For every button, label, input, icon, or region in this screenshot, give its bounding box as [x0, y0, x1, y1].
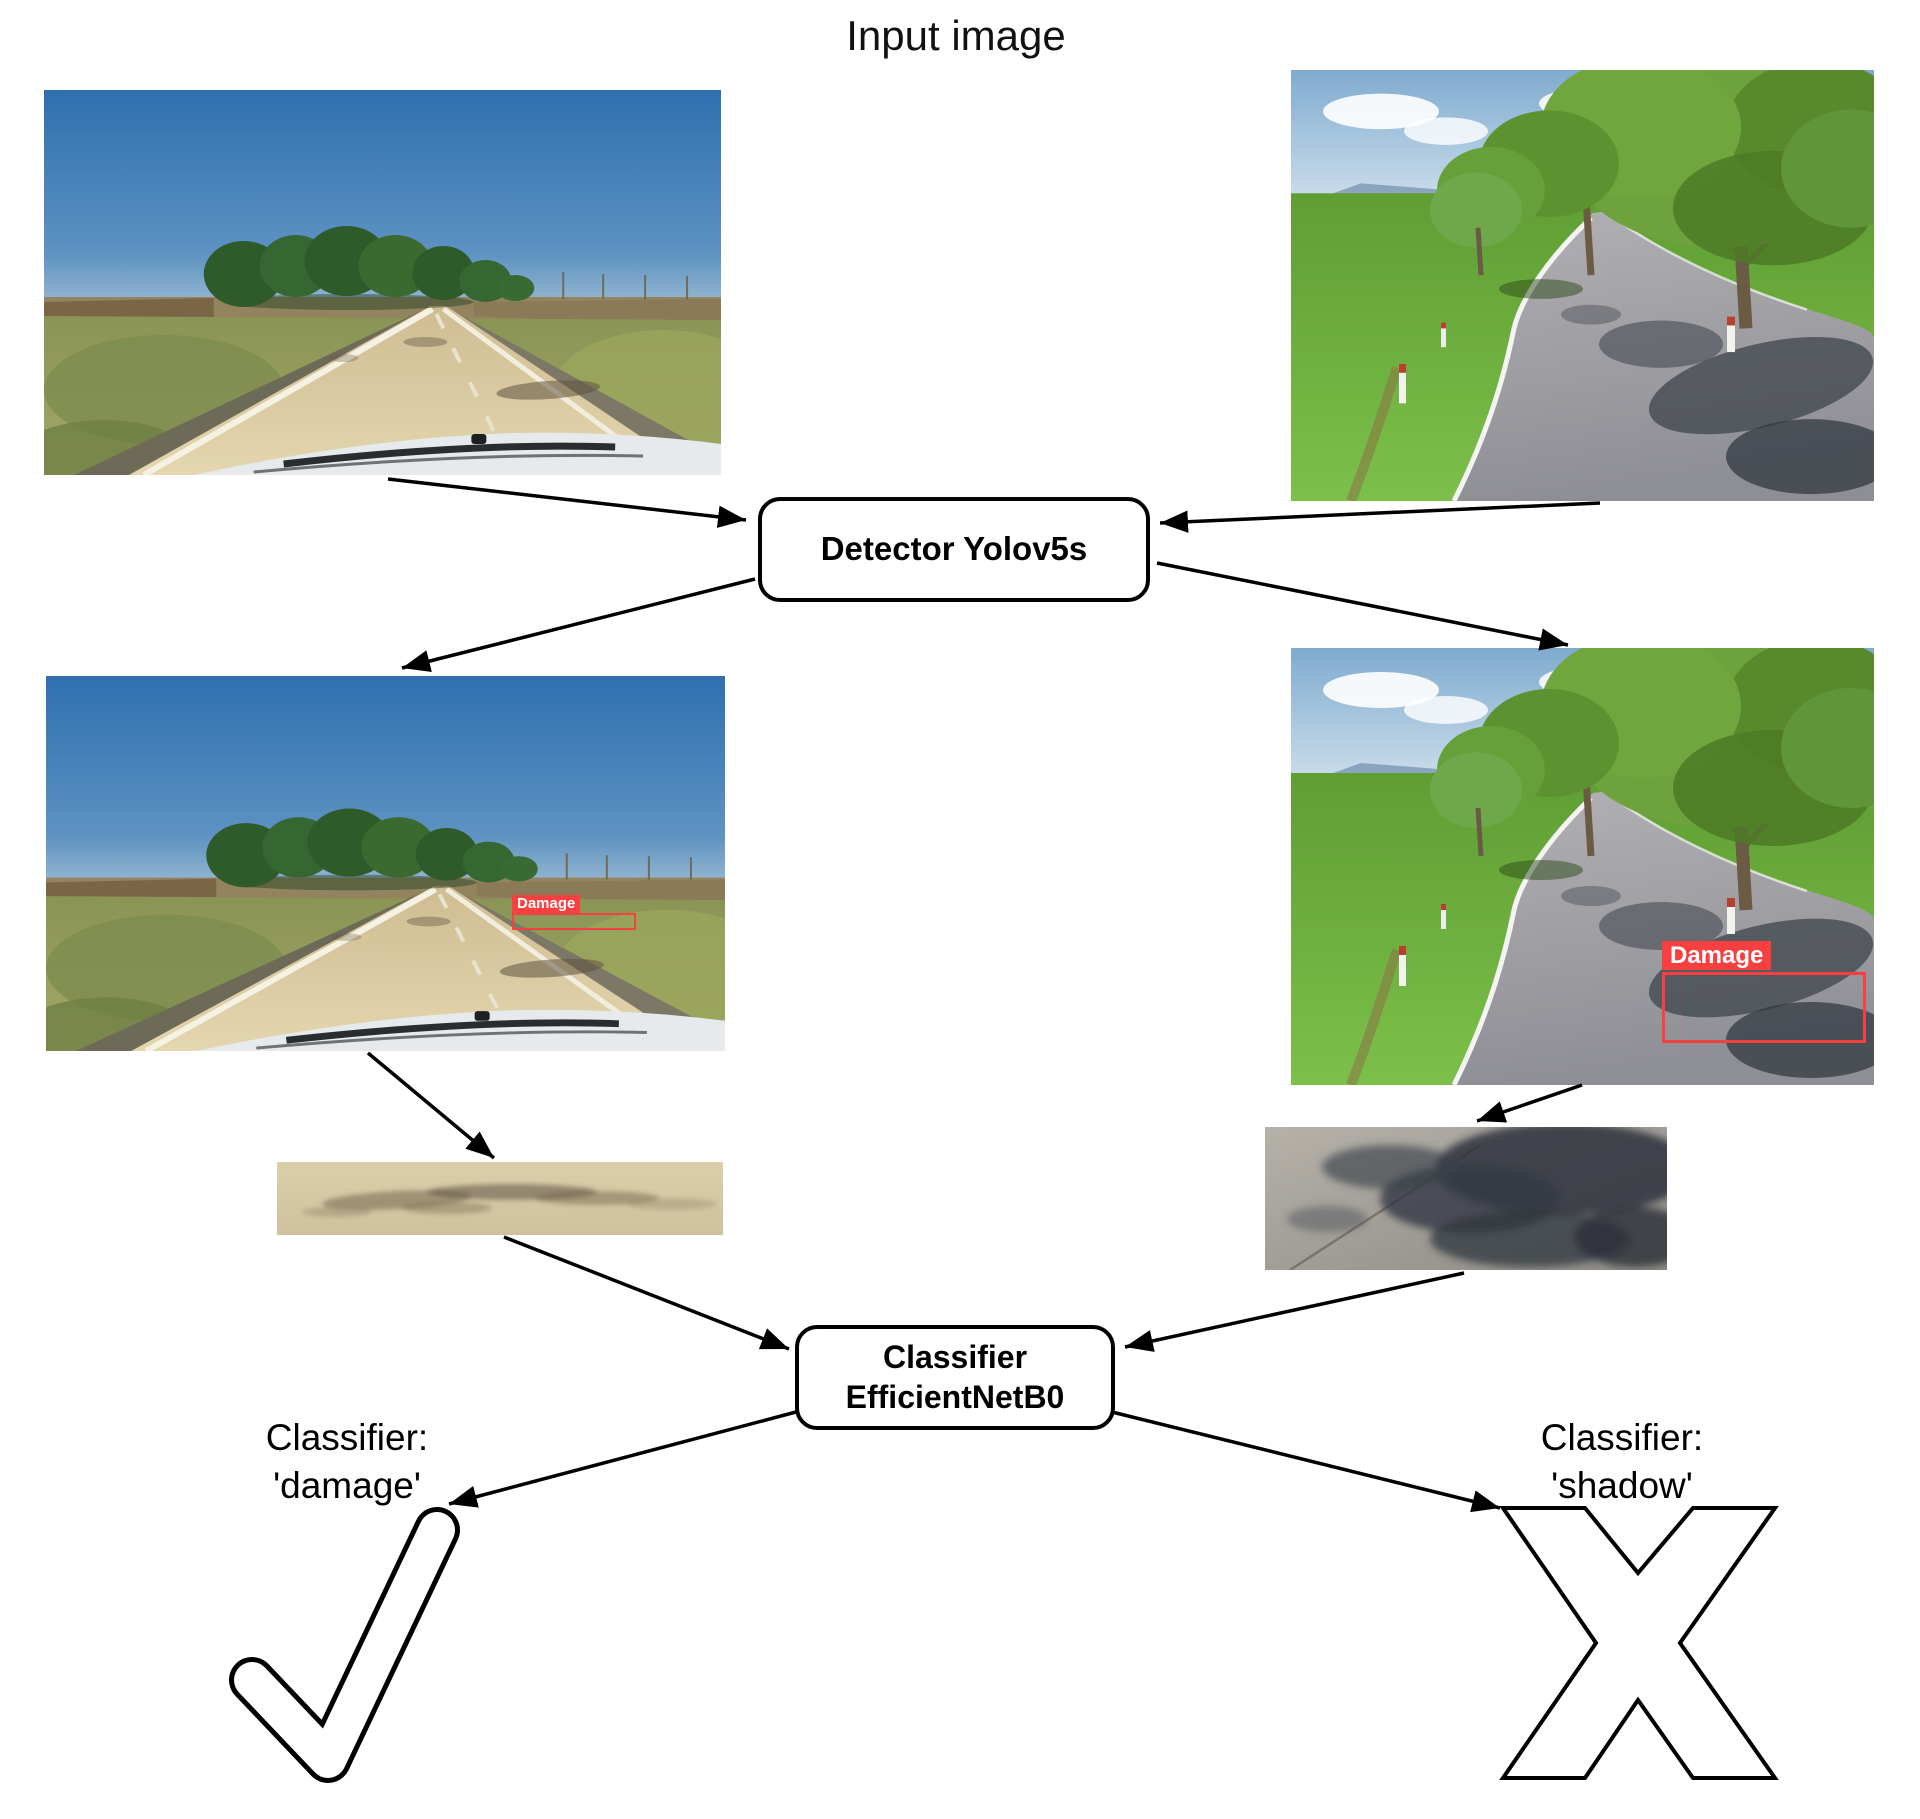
damage-crop-photo: [277, 1162, 723, 1235]
arrow-right-detection-to-crop: [1476, 1083, 1583, 1123]
crop-image-damage: [277, 1162, 723, 1235]
classifier-label-line1: Classifier: [882, 1339, 1028, 1376]
curved-road-photo: [1291, 70, 1874, 501]
result-caption-line2: 'damage': [273, 1465, 421, 1507]
checkmark-icon: [229, 1507, 460, 1783]
arrow-classifier-to-checkmark: [448, 1410, 797, 1508]
result-caption-shadow: Classifier: 'shadow': [1541, 1414, 1703, 1510]
damage-label: Damage: [1662, 941, 1772, 971]
arrow-damage-crop-to-classifier: [503, 1235, 790, 1351]
result-caption-line2: 'shadow': [1551, 1465, 1693, 1507]
detector-node: Detector Yolov5s: [758, 497, 1150, 602]
arrow-detector-to-right-detection: [1156, 561, 1569, 651]
input-image-straight-road: [44, 90, 721, 475]
x-mark-icon: [1499, 1506, 1779, 1780]
detection-image-straight-road: [46, 676, 725, 1051]
classifier-label-line2: EfficientNetB0: [845, 1378, 1065, 1415]
shadow-crop-photo: [1265, 1127, 1667, 1270]
arrow-detector-to-left-detection: [401, 577, 756, 673]
crop-image-shadow: [1265, 1127, 1667, 1270]
detection-image-curved-road: [1291, 648, 1874, 1085]
detector-label: Detector Yolov5s: [820, 530, 1088, 568]
damage-label: Damage: [512, 895, 581, 913]
arrow-classifier-to-x-mark: [1111, 1410, 1501, 1513]
arrow-left-input-to-detector: [387, 477, 747, 528]
arrow-shadow-crop-to-classifier: [1124, 1271, 1465, 1352]
classifier-node: Classifier EfficientNetB0: [795, 1325, 1115, 1430]
arrow-right-input-to-detector: [1159, 501, 1601, 533]
damage-bbox: [1662, 972, 1866, 1043]
input-image-curved-road: [1291, 70, 1874, 501]
arrow-left-detection-to-crop: [366, 1051, 496, 1160]
damage-bbox: [512, 913, 636, 930]
result-caption-line1: Classifier:: [265, 1417, 429, 1458]
result-caption-line1: Classifier:: [1540, 1417, 1704, 1458]
page-title: Input image: [846, 12, 1066, 59]
straight-road-photo: [46, 676, 725, 1051]
straight-road-photo: [44, 90, 721, 475]
result-caption-damage: Classifier: 'damage': [266, 1414, 428, 1510]
